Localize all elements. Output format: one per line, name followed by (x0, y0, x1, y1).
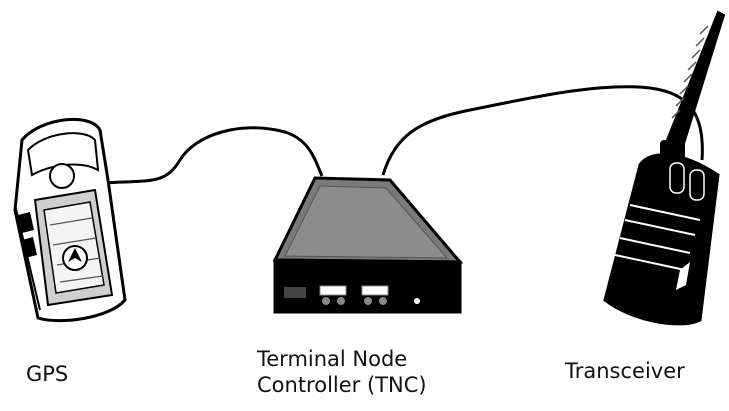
handheld-radio-icon (603, 10, 726, 326)
tnc-label: Terminal Node Controller (TNC) (257, 346, 427, 398)
tnc-label-line1: Terminal Node (257, 347, 408, 371)
gps-label: GPS (26, 362, 69, 386)
tnc-label-line2: Controller (TNC) (257, 373, 427, 397)
gps-to-tnc-cable (104, 126, 324, 185)
terminal-node-controller-icon (272, 176, 464, 314)
transceiver-label: Transceiver (565, 359, 685, 383)
handheld-gps-icon (13, 117, 127, 323)
